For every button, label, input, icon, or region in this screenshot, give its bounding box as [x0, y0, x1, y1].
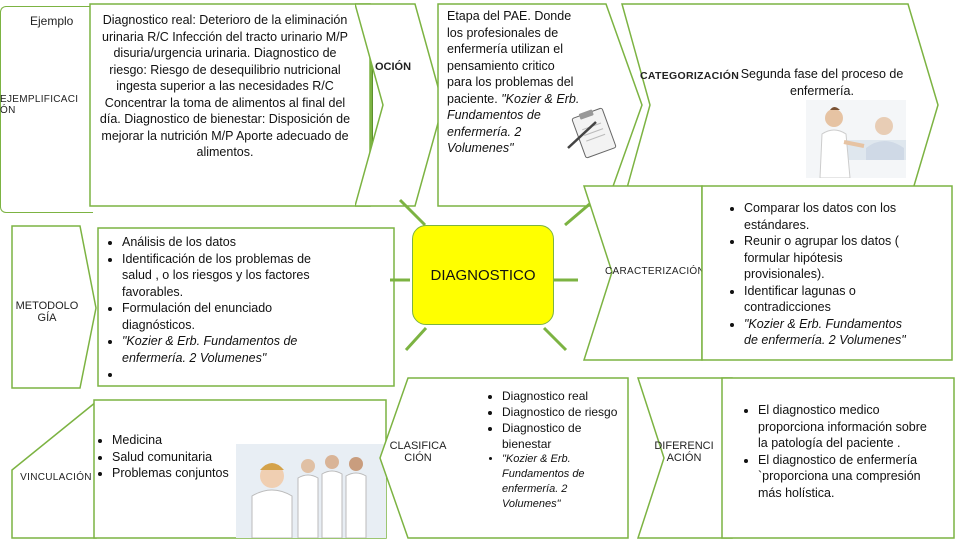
clasificacion-item: Diagnostico de bienestar: [502, 420, 622, 452]
diferenciacion-list: El diagnostico medico proporciona inform…: [724, 402, 934, 501]
promocion-chevron: [355, 2, 445, 208]
categorizacion-text: Segunda fase del proceso de enfermería.: [738, 66, 906, 99]
clasificacion-item: "Kozier & Erb. Fundamentos de enfermería…: [502, 452, 622, 512]
ejemplificacion-label: EJEMPLIFICACI ÓN: [0, 94, 80, 116]
caracterizacion-item: Identificar lagunas o contradicciones: [744, 283, 914, 316]
ejemplo-label: Ejemplo: [30, 14, 90, 28]
diferenciacion-item: El diagnostico de enfermería `proporcion…: [758, 452, 934, 502]
metodologia-item: Formulación del enunciado diagnósticos.: [122, 300, 338, 333]
clipboard-illustration: [560, 104, 620, 164]
vinculacion-tab: [10, 400, 100, 540]
metodologia-label: METODOLO GÍA: [12, 300, 82, 324]
metodologia-item: [122, 366, 338, 382]
caracterizacion-item: Reunir o agrupar los datos ( formular hi…: [744, 233, 914, 283]
metodologia-item: Análisis de los datos: [122, 234, 338, 251]
metodologia-item: Identificación de los problemas de salud…: [122, 251, 338, 301]
metodologia-list: Análisis de los datos Identificación de …: [106, 234, 338, 382]
vinculacion-item: Salud comunitaria: [112, 449, 236, 466]
caracterizacion-item: Comparar los datos con los estándares.: [744, 200, 914, 233]
doctors-illustration: [236, 444, 386, 538]
caracterizacion-list: Comparar los datos con los estándares. R…: [714, 200, 914, 349]
metodologia-item: "Kozier & Erb. Fundamentos de enfermería…: [122, 333, 338, 366]
vinculacion-item: Medicina: [112, 432, 236, 449]
clasificacion-list: Diagnostico real Diagnostico de riesgo D…: [472, 388, 622, 512]
vinculacion-list: Medicina Salud comunitaria Problemas con…: [96, 432, 236, 482]
vinculacion-item: Problemas conjuntos: [112, 465, 236, 482]
caracterizacion-item: "Kozier & Erb. Fundamentos de enfermería…: [744, 316, 914, 349]
diagnosis-text: Diagnostico real: Deterioro de la elimin…: [94, 12, 356, 161]
diferenciacion-label: DIFERENCI ACIÓN: [646, 440, 722, 464]
clasificacion-label: CLASIFICA CIÓN: [382, 440, 454, 464]
diferenciacion-item: El diagnostico medico proporciona inform…: [758, 402, 934, 452]
clasificacion-item: Diagnostico de riesgo: [502, 404, 622, 420]
caracterizacion-label: CARACTERIZACIÓN: [600, 266, 710, 277]
nurse-patient-illustration: [806, 100, 906, 178]
vinculacion-label: VINCULACIÓN: [18, 472, 94, 483]
diagnostico-center-box: DIAGNOSTICO: [412, 225, 554, 325]
promocion-label: OCIÓN: [368, 61, 418, 73]
clasificacion-item: Diagnostico real: [502, 388, 622, 404]
diagnostico-label: DIAGNOSTICO: [430, 267, 535, 284]
